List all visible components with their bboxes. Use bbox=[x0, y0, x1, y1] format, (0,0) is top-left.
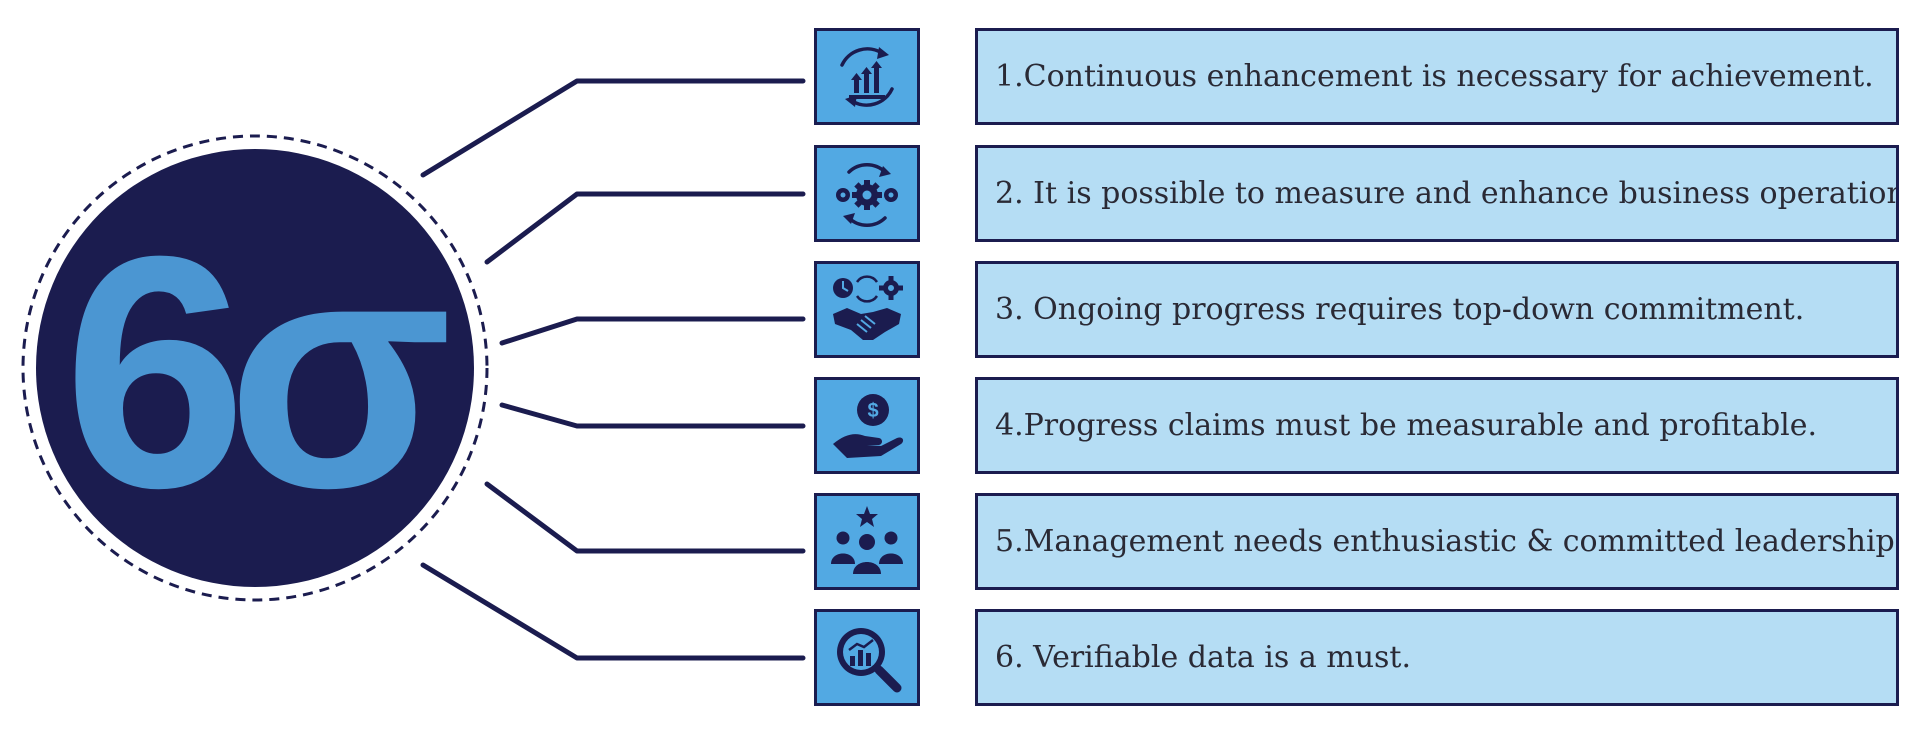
handshake-commitment-icon bbox=[814, 261, 920, 358]
connector-line-1 bbox=[420, 78, 806, 178]
data-search-icon bbox=[814, 609, 920, 706]
connector-line-2 bbox=[484, 191, 806, 265]
connector-line-3 bbox=[499, 316, 806, 346]
logo-symbol: 6σ bbox=[63, 187, 448, 556]
gears-cycle-icon bbox=[814, 145, 920, 242]
logo-dashed-ring bbox=[21, 134, 489, 602]
connector-line-6 bbox=[420, 562, 806, 661]
principle-text-6: 6. Verifiable data is a must. bbox=[975, 609, 1899, 706]
principle-text-5: 5.Management needs enthusiastic & commit… bbox=[975, 493, 1899, 590]
principle-text-1: 1.Continuous enhancement is necessary fo… bbox=[975, 28, 1899, 125]
team-leader-icon bbox=[814, 493, 920, 590]
money-hand-icon: $ bbox=[814, 377, 920, 474]
connector-line-5 bbox=[484, 481, 806, 554]
connector-line-4 bbox=[499, 402, 806, 429]
principle-text-2: 2. It is possible to measure and enhance… bbox=[975, 145, 1899, 242]
svg-text:$: $ bbox=[867, 400, 878, 422]
six-sigma-logo: 6σ bbox=[20, 133, 490, 603]
logo-disc bbox=[36, 149, 474, 587]
principle-text-4: 4.Progress claims must be measurable and… bbox=[975, 377, 1899, 474]
principle-text-3: 3. Ongoing progress requires top-down co… bbox=[975, 261, 1899, 358]
growth-cycle-icon bbox=[814, 28, 920, 125]
